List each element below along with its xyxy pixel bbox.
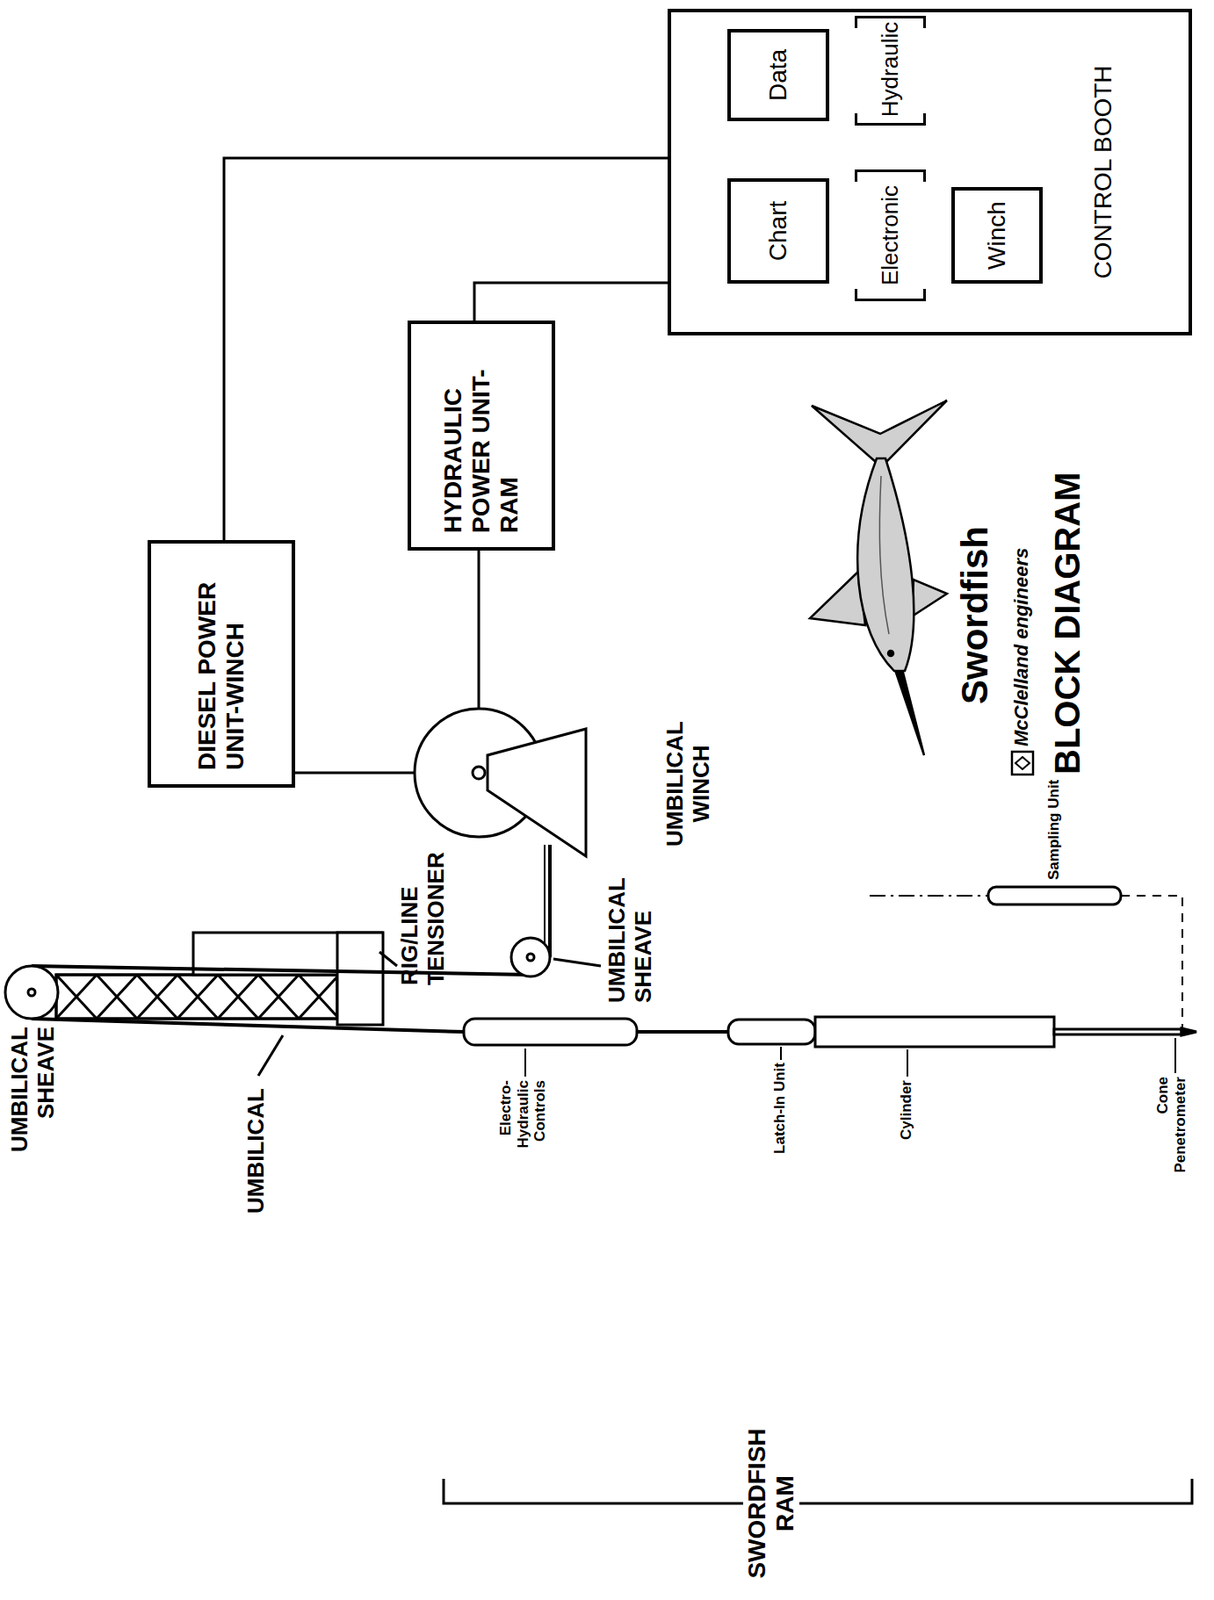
winch-drum: UMBILICAL WINCH [412,707,545,839]
tensioner-base [337,932,383,1026]
control-panel-box: Chart [727,178,830,284]
leader-line [379,952,398,967]
node-text: DIESEL POWER UNIT-WINCH [193,557,250,771]
leader-line [258,1035,283,1077]
company-logo [1015,757,1030,770]
umbilical-line [31,966,530,976]
winch-axle [472,766,485,780]
control-booth: Chart DataElectronic HydraulicWinch CONTROL… [667,8,1193,336]
node-text: HYDRAULIC POWER UNIT-RAM [439,338,525,534]
connector-line [295,772,414,775]
leader-line [524,1048,527,1077]
node-text: Data [764,49,793,102]
part-label: Cone Penetrometer [1154,1076,1189,1179]
part-label: Cylinder [897,1080,916,1162]
node-text: Chart [764,201,793,261]
part-label: UMBILICAL SHEAVE [604,849,658,1004]
control-panel-box: Winch [951,187,1043,284]
node-text: Electronic [877,185,904,286]
dashed-line [1120,896,1183,1028]
winch-drum-body [487,729,586,857]
company-name: McClelland engineers [1010,483,1033,747]
derrick-outline [56,975,338,1019]
leader-line [780,1047,782,1061]
brand-name: Swordfish [953,484,997,705]
latch-in-capsule [728,1019,816,1045]
winch-outline [412,707,545,839]
dash-dot-line [869,895,989,897]
part-label: RIG/LINE TENSIONER [397,840,450,986]
swordfish-illustration [809,400,947,756]
bracket-outline [856,17,925,125]
bracket-outline [856,171,925,301]
cylinder-body [815,1017,1055,1048]
cone-rod [1054,1029,1182,1035]
connector-line [224,158,668,541]
leader-line [1174,1038,1177,1074]
part-label: UMBILICAL SHEAVE [7,1026,60,1181]
node-text: UMBILICAL WINCH [662,707,716,861]
ram-bracket [443,1479,1193,1504]
control-panel-bracket: Electronic [854,169,926,302]
derrick-lattice [56,975,338,1019]
group-label: SWORDFISH RAM [743,1420,800,1588]
power-unit-box: DIESEL POWER UNIT-WINCH [147,540,296,788]
part-label: Electro-Hydraulic Controls [497,1080,550,1162]
node-text: Winch [982,201,1012,270]
umbilical-line [31,1018,464,1033]
electro-hydraulic-capsule [463,1018,637,1046]
sheave-axle [527,953,535,962]
leader-line [553,959,601,967]
part-label: UMBILICAL [243,1075,270,1214]
sheave-axle [28,989,36,997]
lower-sheave [511,938,550,977]
connector-line [477,550,481,709]
connector-line [474,282,668,321]
part-label: Latch-In Unit [771,1062,789,1188]
umbilical-line [548,845,552,958]
diagram-title: BLOCK DIAGRAM [1047,423,1088,775]
company-logo [1011,751,1034,775]
control-panel-box: Data [727,28,830,122]
control-panel-bracket: Hydraulic [854,13,926,126]
power-unit-box: HYDRAULIC POWER UNIT-RAM [407,320,556,551]
node-text: Hydraulic [877,21,904,117]
part-label: Sampling Unit [1045,765,1063,881]
umbilical-line [543,845,546,955]
node-text: CONTROL BOOTH [1089,12,1118,333]
top-sheave [5,966,58,1019]
cone-tip [1181,1028,1197,1036]
leader-line [906,1049,909,1077]
sampling-unit [988,887,1121,905]
